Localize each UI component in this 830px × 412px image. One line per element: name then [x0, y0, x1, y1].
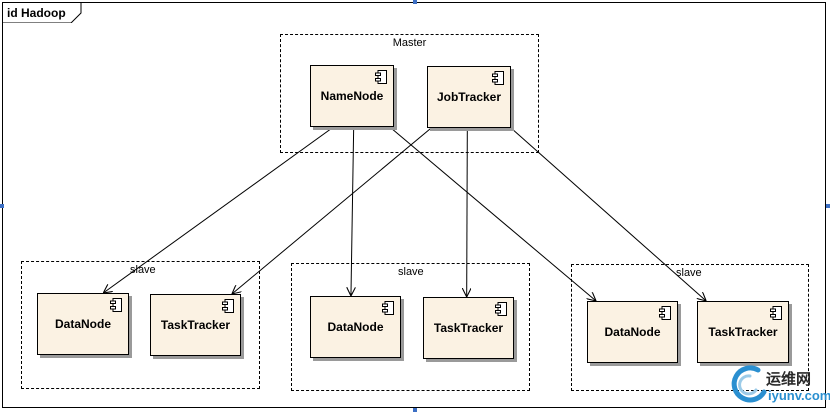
selection-handle-right[interactable]	[826, 204, 830, 208]
jobtracker-label: JobTracker	[436, 90, 502, 104]
site-watermark: 运维网 iyunv.com	[728, 362, 830, 408]
selection-handle-top[interactable]	[413, 0, 417, 4]
connector-jobtracker-to-tasktracker3[interactable]	[510, 127, 706, 301]
jobtracker-component[interactable]: JobTracker	[427, 66, 511, 128]
connector-namenode-to-datanode3[interactable]	[389, 126, 596, 301]
datanode-2-component[interactable]: DataNode	[310, 296, 401, 358]
watermark-chinese-text: 运维网	[766, 371, 812, 388]
namenode-label: NameNode	[320, 89, 384, 103]
datanode-3-component[interactable]: DataNode	[587, 301, 678, 363]
master-group[interactable]: Master	[280, 34, 539, 153]
connector-namenode-to-datanode1[interactable]	[103, 126, 334, 293]
slave-group-2-label: slave	[398, 266, 424, 278]
tasktracker-1-component[interactable]: TaskTracker	[150, 294, 241, 356]
watermark-logo	[731, 365, 767, 403]
connector-jobtracker-to-tasktracker1[interactable]	[232, 127, 432, 294]
slave-group-1[interactable]: slave	[21, 261, 260, 389]
watermark-domain-text: iyunv.com	[768, 388, 830, 403]
tasktracker-3-label: TaskTracker	[708, 325, 778, 339]
component-icon	[659, 306, 671, 320]
tasktracker-3-component[interactable]: TaskTracker	[697, 301, 789, 363]
component-icon	[382, 301, 394, 315]
component-icon	[110, 298, 122, 312]
tasktracker-2-label: TaskTracker	[433, 321, 504, 335]
connector-namenode-to-datanode2[interactable]	[351, 126, 354, 296]
component-icon	[495, 302, 507, 316]
connector-jobtracker-to-tasktracker2[interactable]	[467, 127, 468, 297]
namenode-component[interactable]: NameNode	[310, 65, 394, 127]
component-icon	[222, 299, 234, 313]
frame-tab-outline	[3, 3, 82, 23]
datanode-1-label: DataNode	[54, 317, 111, 331]
component-icon	[375, 70, 387, 84]
selection-handle-left[interactable]	[0, 204, 4, 208]
slave-group-1-label: slave	[130, 264, 156, 276]
datanode-3-label: DataNode	[604, 325, 661, 339]
slave-group-3[interactable]: slave	[571, 264, 809, 391]
datanode-2-label: DataNode	[327, 320, 384, 334]
tasktracker-2-component[interactable]: TaskTracker	[423, 297, 514, 359]
component-icon	[492, 71, 504, 85]
tasktracker-1-label: TaskTracker	[160, 318, 231, 332]
frame-title: id Hadoop	[7, 6, 66, 20]
master-group-label: Master	[392, 37, 427, 49]
selection-handle-bottom[interactable]	[413, 408, 417, 412]
slave-group-3-label: slave	[676, 267, 702, 279]
component-icon	[770, 306, 782, 320]
slave-group-2[interactable]: slave	[291, 263, 530, 391]
datanode-1-component[interactable]: DataNode	[37, 293, 129, 355]
